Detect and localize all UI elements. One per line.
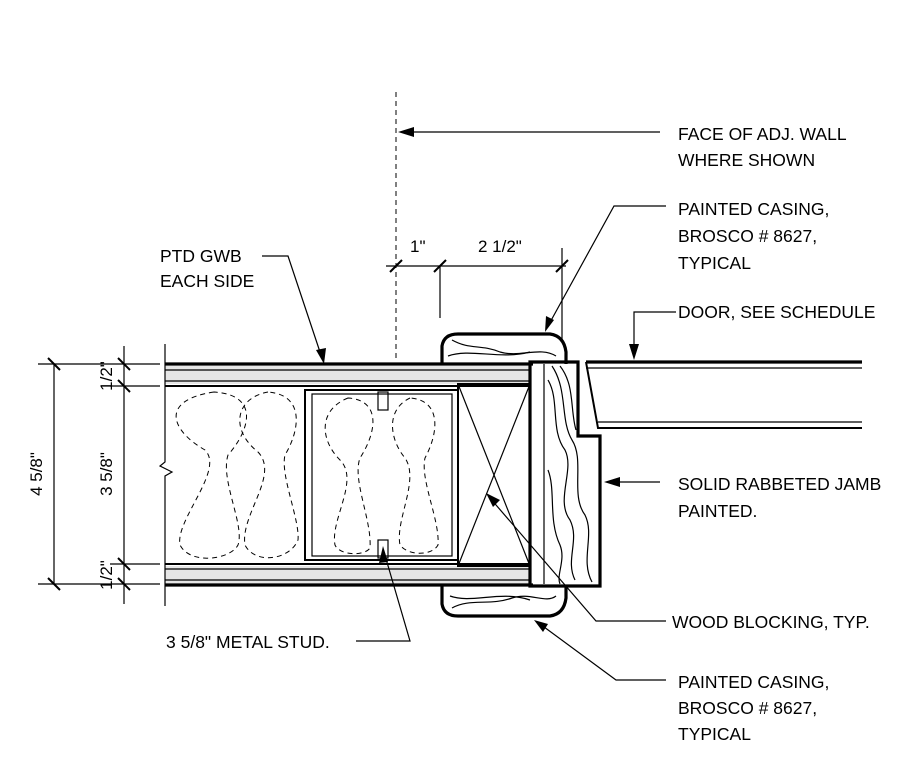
casing-bottom (440, 586, 568, 618)
leaders (262, 127, 676, 681)
note-jamb: SOLID RABBETED JAMB PAINTED. (678, 474, 886, 521)
casing-top (440, 332, 568, 364)
dim-gwb-bottom: 1/2" (97, 560, 116, 590)
top-dimensions (386, 248, 569, 340)
dim-overall: 4 5/8" (27, 452, 46, 496)
dim-top-2: 2 1/2" (478, 237, 522, 256)
stud-lip-top (377, 391, 389, 411)
note-casing-bottom: PAINTED CASING, BROSCO # 8627, TYPICAL (678, 672, 834, 744)
dim-top-1: 1" (410, 237, 426, 256)
rabbeted-jamb (528, 360, 602, 588)
dim-gwb-top: 1/2" (97, 361, 116, 391)
wall-assembly (158, 344, 533, 606)
note-door: DOOR, SEE SCHEDULE (678, 302, 875, 322)
note-face-of-wall: FACE OF ADJ. WALL WHERE SHOWN (678, 124, 851, 170)
door (585, 360, 862, 429)
left-dimensions (38, 346, 160, 604)
insulation-stud (324, 397, 374, 555)
note-casing-top: PAINTED CASING, BROSCO # 8627, TYPICAL (678, 199, 834, 273)
note-blocking: WOOD BLOCKING, TYP. (672, 612, 870, 632)
dim-stud: 3 5/8" (97, 452, 116, 496)
note-ptd-gwb: PTD GWB EACH SIDE (160, 246, 254, 291)
note-stud: 3 5/8" METAL STUD. (166, 632, 330, 652)
insulation-left (175, 391, 247, 559)
break-line (158, 344, 174, 606)
